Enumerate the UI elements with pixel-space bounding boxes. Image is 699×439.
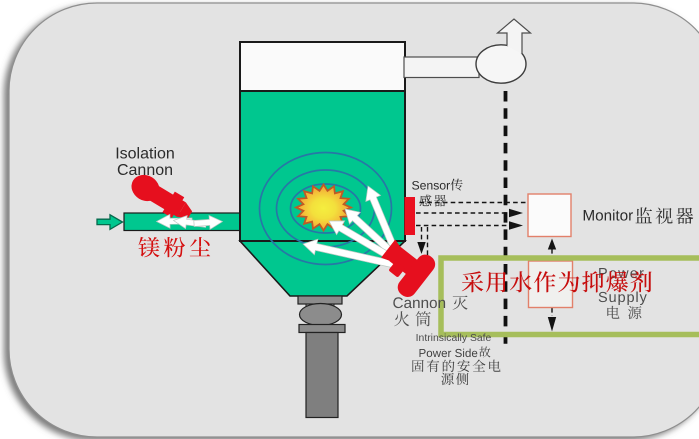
svg-text:Intrinsically Safe: Intrinsically Safe: [416, 333, 492, 344]
svg-text:Cannon: Cannon: [117, 162, 173, 179]
svg-text:Isolation: Isolation: [115, 146, 175, 163]
